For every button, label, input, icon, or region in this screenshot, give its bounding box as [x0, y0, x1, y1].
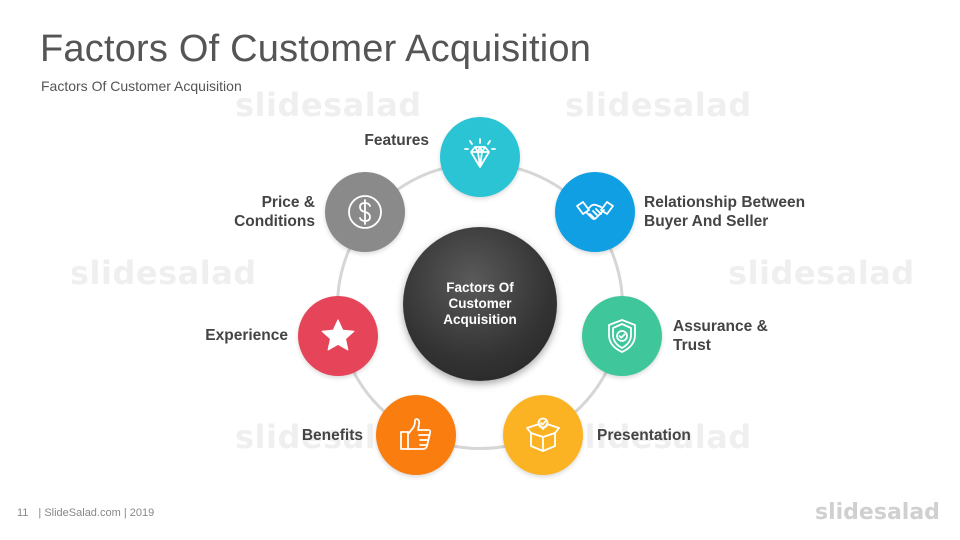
star-icon: [321, 319, 355, 351]
watermark: slidesalad: [728, 254, 915, 292]
watermark: slidesalad: [70, 254, 257, 292]
center-hub: Factors Of Customer Acquisition: [403, 227, 557, 381]
shield-check-icon: [608, 319, 636, 353]
watermark: slidesalad: [235, 86, 422, 124]
slide-title: Factors Of Customer Acquisition: [40, 28, 592, 70]
handshake-icon: [576, 201, 614, 220]
node-features: [440, 117, 520, 197]
node-relationship: [555, 172, 635, 252]
label-relationship: Relationship Between Buyer And Seller: [644, 194, 806, 230]
dollar-icon: [348, 195, 382, 229]
watermark: slidesalad: [565, 86, 752, 124]
slide-subtitle: Factors Of Customer Acquisition: [41, 78, 242, 94]
node-price: [325, 172, 405, 252]
label-price: Price & Conditions: [234, 194, 315, 230]
node-benefits: [376, 395, 456, 475]
node-assurance: [582, 296, 662, 376]
watermark: slidesalad: [565, 418, 752, 456]
footer: 11 | SlideSalad.com | 2019: [17, 507, 154, 519]
node-experience: [298, 296, 378, 376]
label-experience: Experience: [205, 327, 288, 344]
diamond-icon: [464, 138, 496, 168]
thumbs-up-icon: [400, 418, 432, 450]
node-presentation: [503, 395, 583, 475]
label-presentation: Presentation: [597, 427, 691, 444]
brand-logo: slidesalad: [815, 500, 940, 525]
label-features: Features: [364, 132, 429, 149]
page-number: 11: [17, 507, 29, 519]
footer-text: | SlideSalad.com | 2019: [38, 507, 155, 519]
center-label: Factors Of Customer Acquisition: [443, 280, 517, 327]
open-box-icon: [526, 417, 560, 452]
label-benefits: Benefits: [301, 427, 363, 444]
label-assurance: Assurance & Trust: [673, 318, 768, 354]
